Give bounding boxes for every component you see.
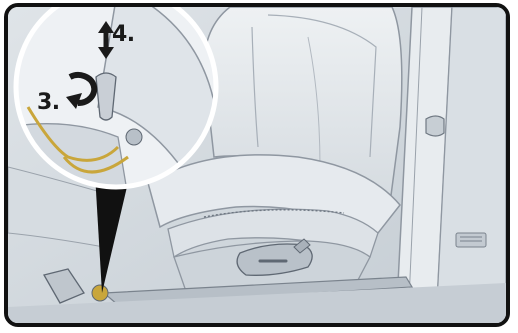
illustration-frame: 4. 3.: [4, 3, 510, 327]
step-3-label: 3.: [37, 90, 60, 115]
car-seat-illustration: [8, 7, 506, 323]
door-latch: [426, 116, 444, 136]
step-4-label: 4.: [112, 22, 135, 47]
door-sill-plate: [456, 233, 486, 247]
